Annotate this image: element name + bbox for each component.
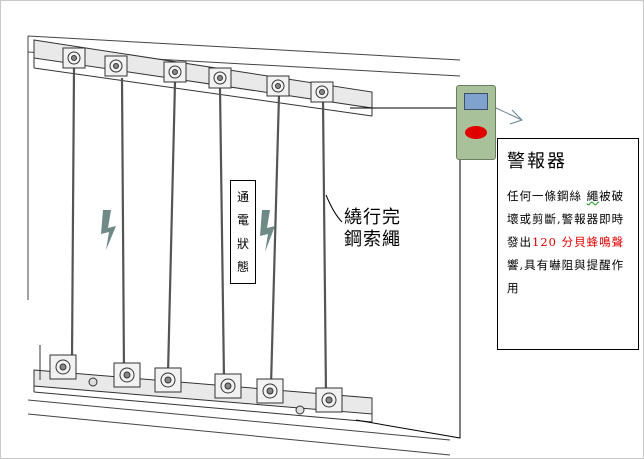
- clamp: [256, 378, 284, 404]
- clamp: [214, 373, 242, 399]
- cable-label-leader: [325, 194, 343, 223]
- clamp: [266, 75, 290, 97]
- alarm-wire-bottom: [355, 160, 461, 439]
- lightning-bolt-icon: [260, 210, 275, 252]
- top-clamps: [62, 47, 334, 103]
- alarm-desc-wavy: 繩: [586, 189, 600, 203]
- cable-label: 繞行完 鋼索繩: [344, 207, 401, 251]
- cable-label-line2: 鋼索繩: [344, 229, 401, 250]
- rail-bolts: [88, 377, 305, 415]
- clamp: [163, 61, 187, 83]
- clamp: [62, 47, 86, 69]
- clamp: [154, 367, 182, 393]
- bottom-clamps: [49, 354, 343, 413]
- alarm-desc-part1: 任何一條鋼絲: [507, 189, 587, 203]
- power-status-tag: 通 電 狀 態: [230, 180, 256, 284]
- alarm-info-box: 警報器 任何一條鋼絲 繩被破壞或剪斷,警報器即時發出120 分貝蜂鳴聲響,具有嚇…: [497, 138, 639, 350]
- display-screen-icon: [464, 93, 488, 110]
- lightning-bolt-icon: [101, 210, 116, 250]
- cable-label-line1: 繞行完: [344, 207, 401, 228]
- alarm-device: [456, 85, 496, 160]
- pointer-arrow: [495, 107, 523, 125]
- clamp: [315, 387, 343, 413]
- steel-cables: [70, 67, 328, 396]
- clamp: [310, 81, 334, 103]
- clamp: [104, 55, 128, 77]
- alarm-decibel-highlight: 120 分貝蜂鳴聲: [532, 235, 625, 249]
- red-led-icon: [465, 126, 487, 139]
- status-char: 電: [236, 213, 249, 228]
- alarm-title: 警報器: [507, 151, 567, 172]
- status-char: 態: [236, 260, 249, 275]
- alarm-desc-part3: 響,具有嚇阻與提醒作用: [507, 258, 625, 295]
- clamp: [208, 67, 232, 89]
- alarm-description: 任何一條鋼絲 繩被破壞或剪斷,警報器即時發出120 分貝蜂鳴聲響,具有嚇阻與提醒…: [507, 185, 632, 300]
- alarm-desc-part2: 被破壞或剪斷,警報器即時發出: [507, 189, 625, 249]
- clamp: [49, 354, 77, 380]
- clamp: [113, 362, 141, 388]
- status-char: 狀: [236, 236, 249, 251]
- status-char: 通: [236, 189, 249, 204]
